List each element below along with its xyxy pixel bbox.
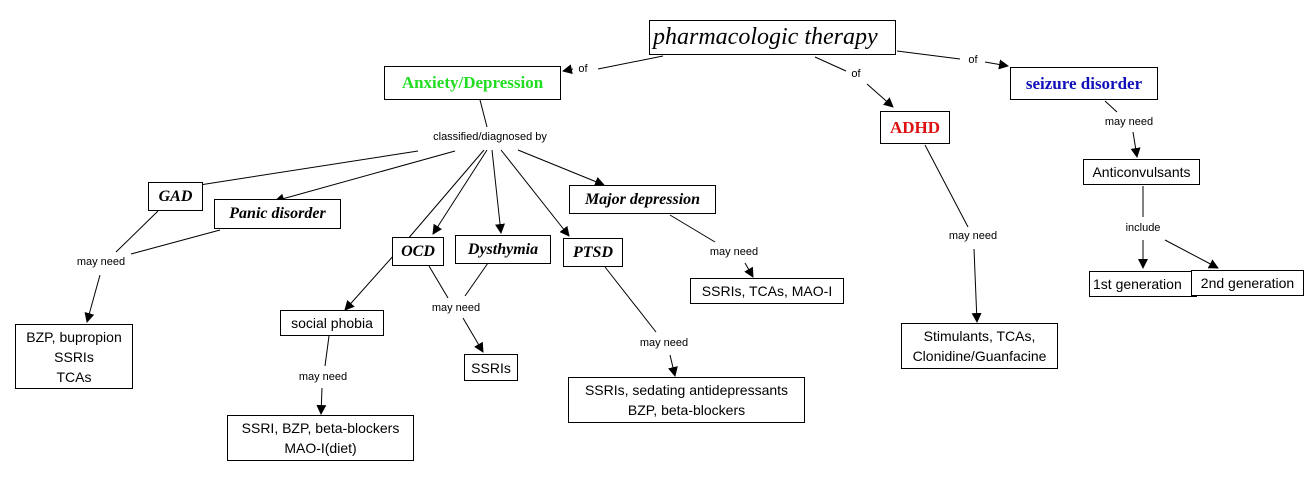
- link-label-classified: classified/diagnosed by: [432, 131, 548, 143]
- edge-classified-ocd: [432, 149, 488, 235]
- node-second-generation[interactable]: 2nd generation: [1191, 270, 1304, 296]
- edge-socialphobia-mayneed: [324, 335, 330, 367]
- link-label-may-need-social-phobia: may need: [297, 371, 349, 383]
- treatment-node-adhd[interactable]: Stimulants, TCAs, Clonidine/Guanfacine: [901, 323, 1058, 369]
- edge-major-mayneed: [669, 214, 716, 243]
- edge-mayneed-majortx: [744, 262, 754, 278]
- treatment-node-ocd-dysthymia[interactable]: SSRIs: [464, 354, 518, 381]
- node-first-generation[interactable]: 1st generation: [1089, 271, 1197, 297]
- edge-root-of-adhd: [814, 56, 847, 72]
- edge-dysthymia-mayneed: [464, 262, 489, 297]
- link-label-may-need-gad-panic: may need: [75, 256, 127, 268]
- root-node-pharmacologic-therapy[interactable]: pharmacologic therapy: [649, 20, 896, 55]
- edge-mayneed-ptsdtx: [668, 354, 678, 377]
- disorder-node-dysthymia[interactable]: Dysthymia: [455, 235, 551, 264]
- edge-mayneed-anticonv: [1130, 131, 1141, 158]
- disorder-node-ptsd[interactable]: PTSD: [563, 238, 623, 267]
- category-node-adhd[interactable]: ADHD: [880, 111, 950, 144]
- edge-classified-major: [517, 149, 605, 187]
- edge-seizure-mayneed: [1104, 100, 1118, 113]
- disorder-node-gad[interactable]: GAD: [148, 182, 203, 211]
- edge-gad-mayneed: [115, 210, 159, 253]
- category-node-anxiety-depression[interactable]: Anxiety/Depression: [384, 66, 561, 100]
- edge-anxiety-classified: [479, 99, 488, 128]
- edge-root-of-anxiety: [597, 55, 664, 70]
- disorder-node-major-depression[interactable]: Major depression: [569, 185, 716, 214]
- edge-socialphobia-tx: [316, 387, 327, 415]
- edge-classified-ptsd: [500, 149, 570, 237]
- edge-mayneed-gadtx: [84, 274, 101, 323]
- edge-ptsd-mayneed: [604, 266, 657, 333]
- edge-of-anxiety: [562, 64, 574, 75]
- link-label-may-need-ocd-dysthymia: may need: [430, 302, 482, 314]
- edge-mayneed-adhdtx: [971, 248, 982, 323]
- edge-of-seizure: [984, 59, 1009, 70]
- link-label-may-need-ptsd: may need: [638, 337, 690, 349]
- link-label-include: include: [1124, 222, 1162, 234]
- edge-ocd-mayneed: [428, 265, 449, 299]
- edge-adhd-mayneed: [924, 144, 969, 228]
- treatment-node-social-phobia[interactable]: SSRI, BZP, beta-blockers MAO-I(diet): [227, 415, 414, 461]
- disorder-node-ocd[interactable]: OCD: [392, 237, 444, 266]
- edge-ocd-socialphobia: [344, 253, 396, 311]
- link-label-may-need-major: may need: [708, 246, 760, 258]
- node-anticonvulsants[interactable]: Anticonvulsants: [1083, 159, 1200, 185]
- link-label-may-need-seizure: may need: [1103, 116, 1155, 128]
- edge-classified-ocd-line: [394, 149, 485, 255]
- category-node-seizure-disorder[interactable]: seizure disorder: [1010, 67, 1158, 100]
- edge-classified-dysthymia: [491, 149, 506, 234]
- edge-classified-gad: [173, 150, 419, 193]
- edge-of-adhd: [866, 83, 894, 108]
- treatment-node-major-depression[interactable]: SSRIs, TCAs, MAO-I: [690, 278, 844, 304]
- link-label-of-adhd: of: [850, 68, 862, 80]
- edge-include-second: [1164, 239, 1219, 269]
- link-label-of-seizure: of: [967, 54, 979, 66]
- link-label-of-anxiety: of: [577, 63, 589, 75]
- node-social-phobia[interactable]: social phobia: [280, 310, 384, 336]
- disorder-node-panic-disorder[interactable]: Panic disorder: [214, 199, 341, 229]
- edge-mayneed-ssris: [462, 317, 484, 353]
- edge-classified-panic: [274, 150, 456, 204]
- treatment-node-gad-panic[interactable]: BZP, bupropion SSRIs TCAs: [15, 324, 133, 389]
- link-label-may-need-adhd: may need: [947, 230, 999, 242]
- edge-panic-mayneed: [130, 229, 221, 255]
- edge-root-of-seizure: [896, 50, 961, 60]
- treatment-node-ptsd[interactable]: SSRIs, sedating antidepressants BZP, bet…: [568, 377, 805, 423]
